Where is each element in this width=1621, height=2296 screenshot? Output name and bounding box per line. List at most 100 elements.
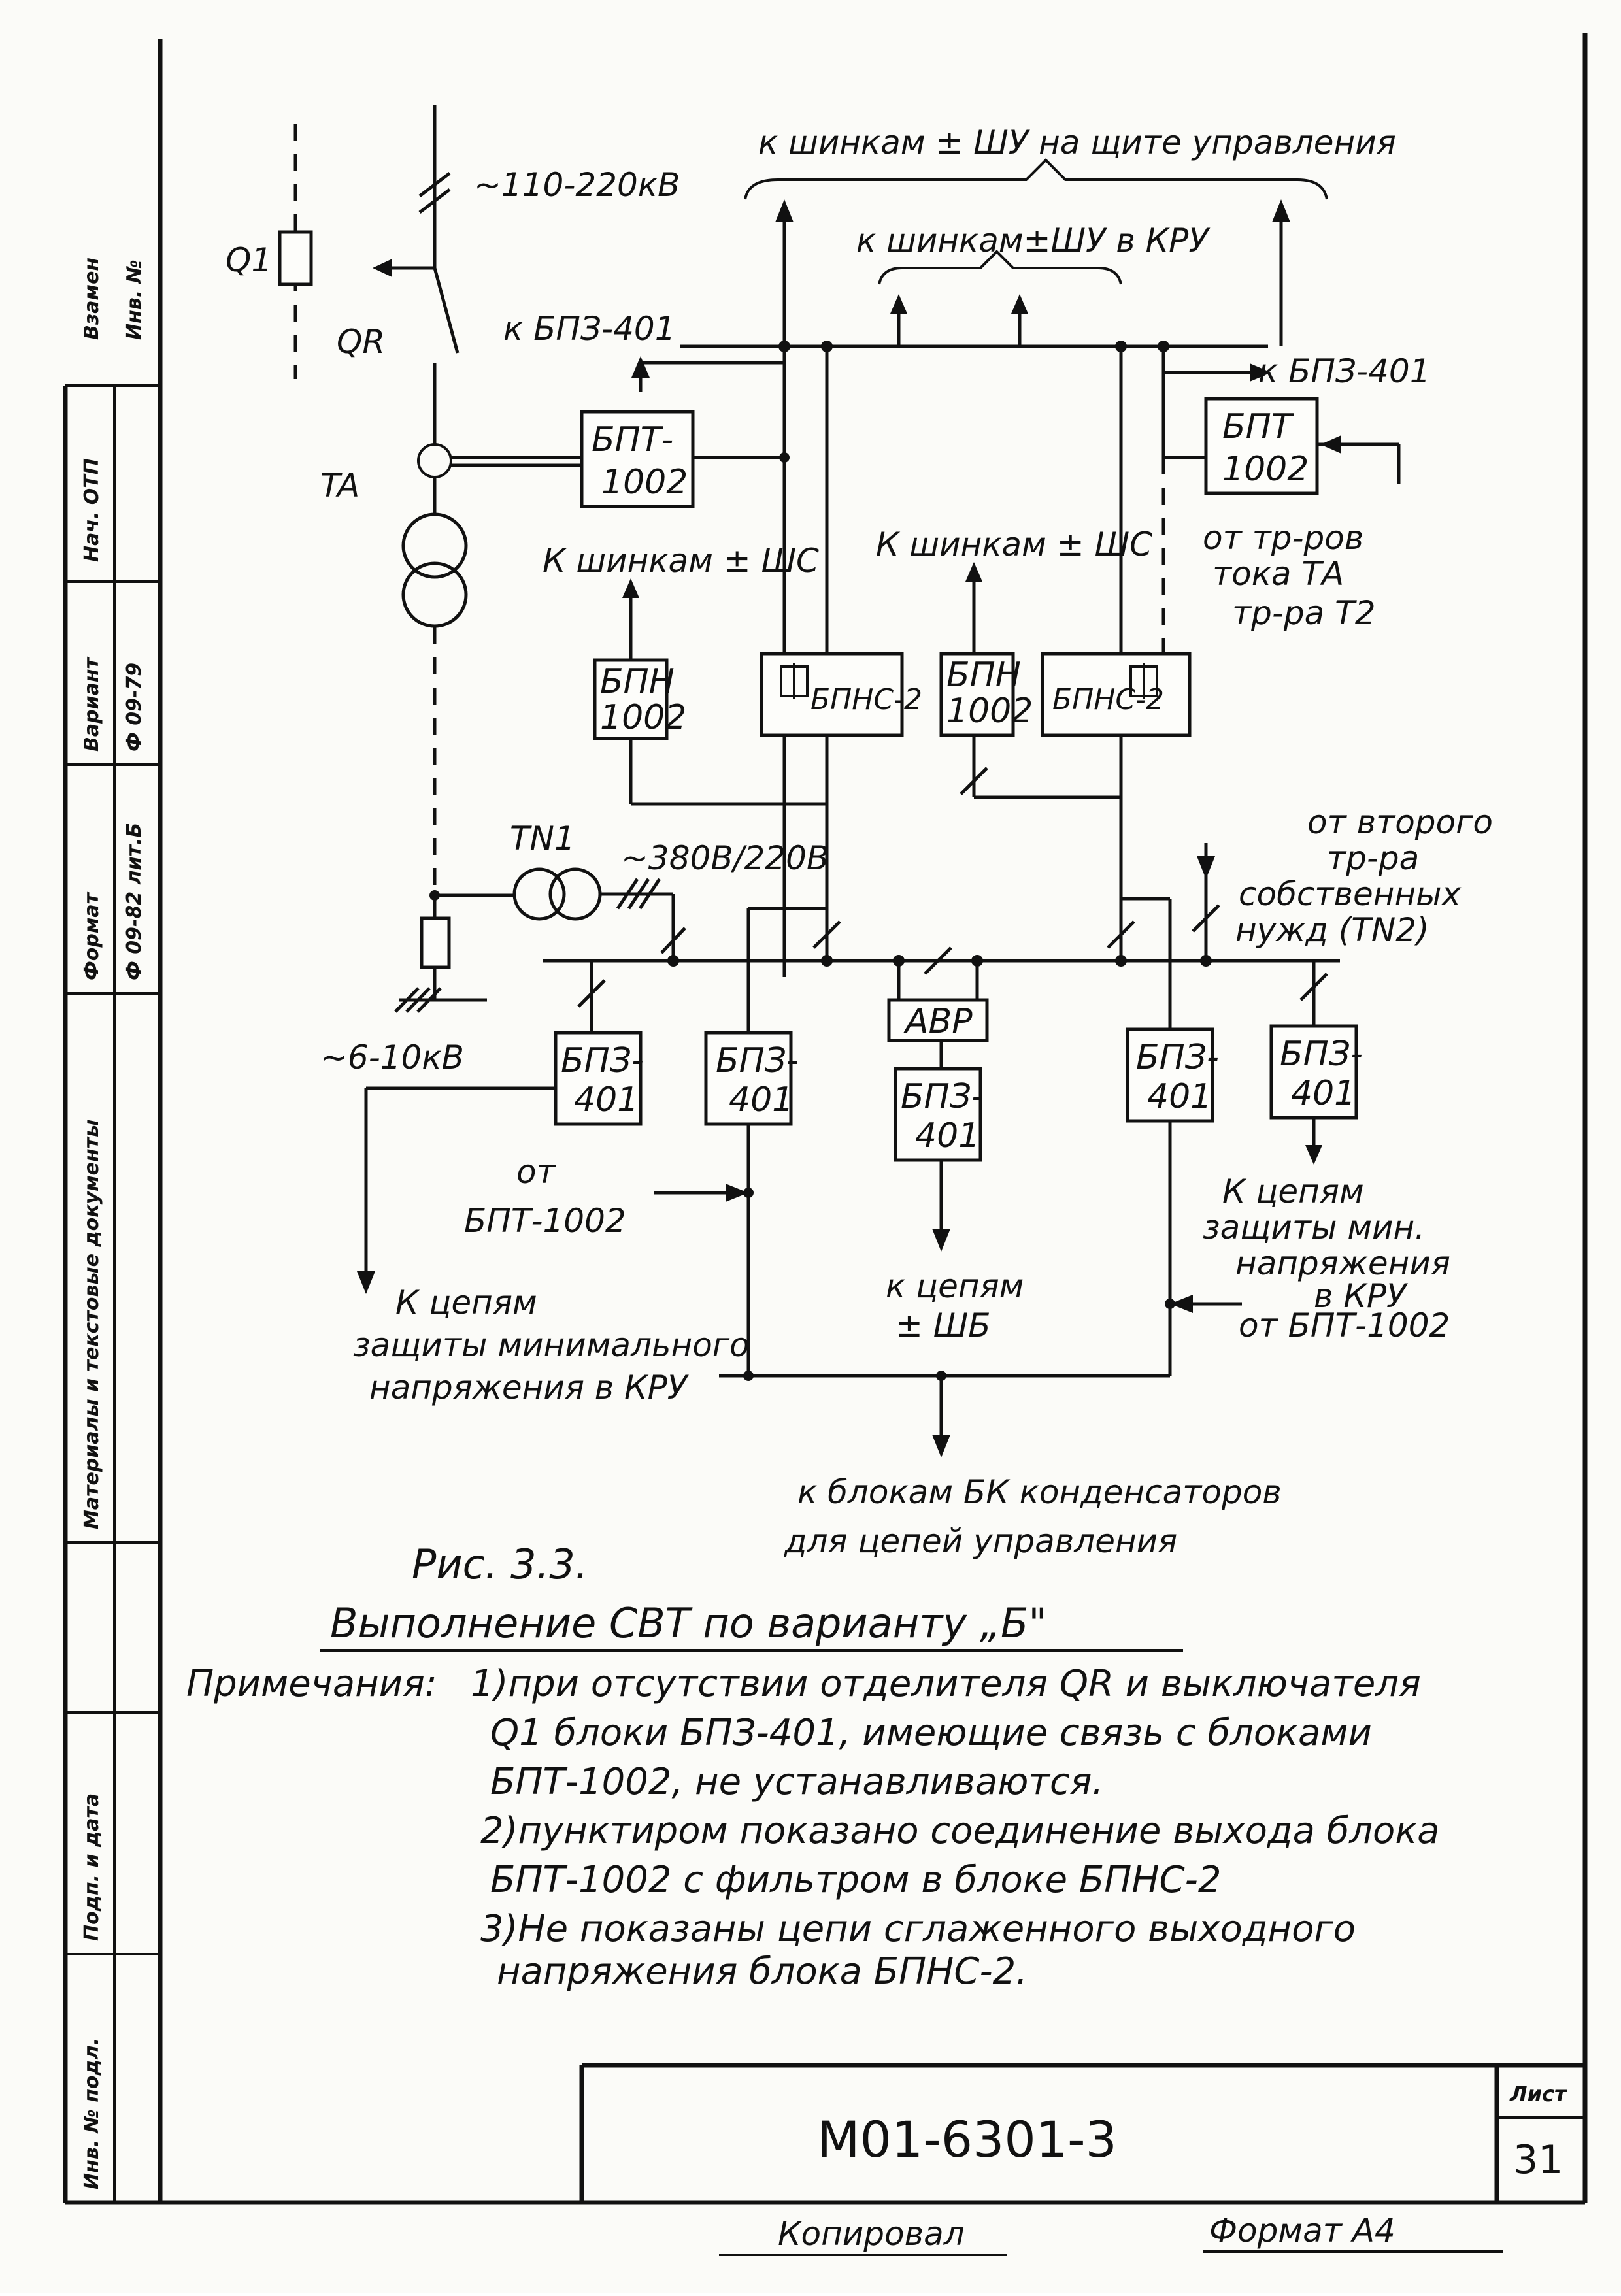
bpn-1002-mid[interactable]: [939, 652, 1015, 737]
bpt-right-line2: 1002: [1222, 450, 1309, 489]
avr-label: АВР: [903, 1002, 973, 1041]
bpz1-line2: 401: [574, 1080, 639, 1120]
from-ct-line2: тока ТА: [1212, 555, 1344, 593]
bpz-401-5[interactable]: [1269, 1024, 1358, 1120]
bpns-2-left[interactable]: [760, 652, 904, 737]
bpn-mid-line1: БПН: [946, 656, 1021, 695]
sheet-number: 31: [1513, 2137, 1563, 2183]
bpn-1002-left[interactable]: [593, 658, 669, 740]
top-brace: [744, 158, 1328, 200]
bpz4-line1: БПЗ-: [1136, 1038, 1219, 1077]
note-line-2: Q1 блоки БПЗ-401, имеющие связь с блокам…: [490, 1712, 1372, 1754]
side-stamp-e: Ф 09-79: [123, 663, 146, 752]
hv-voltage-label: ~110-220кВ: [474, 166, 680, 204]
to-shb-line1: к цепям: [886, 1267, 1024, 1305]
bpz2-line1: БПЗ-: [716, 1041, 799, 1080]
title-block: [579, 2063, 1585, 2203]
format-label: Формат А4: [1209, 2212, 1395, 2250]
bpz-401-4[interactable]: [1126, 1027, 1214, 1123]
from-tn2-line2: тр-ра: [1327, 839, 1419, 877]
bpz5-line1: БПЗ-: [1280, 1035, 1363, 1074]
from-bpt-left-line1: от: [516, 1153, 557, 1191]
tn1-winding-1: [512, 867, 566, 921]
from-ct-line3: тр-ра Т2: [1232, 594, 1376, 632]
bpz2-line2: 401: [729, 1080, 794, 1120]
to-min-voltage-left-line3: напряжения в КРУ: [369, 1369, 690, 1406]
to-min-voltage-right-line1: К цепям: [1222, 1173, 1364, 1210]
bpt-right-line1: БПТ: [1222, 407, 1295, 446]
to-capacitors-line2: для цепей управления: [784, 1522, 1177, 1560]
qr-switch-blade: [433, 267, 460, 354]
ta-label: TA: [320, 467, 359, 505]
bpz-left-top-label: к БПЗ-401: [503, 310, 676, 348]
from-bpt-left-line2: БПТ-1002: [464, 1202, 626, 1240]
power-transformer-winding-2: [401, 561, 468, 628]
from-tn2-line3: собственных: [1239, 875, 1462, 913]
notes-head: Примечания:: [186, 1663, 437, 1705]
to-min-voltage-right-line3: напряжения: [1235, 1244, 1450, 1282]
bpz-401-2[interactable]: [704, 1031, 793, 1126]
bpn-left-line1: БПН: [600, 662, 675, 701]
bpns-right-label: БПНС-2: [1052, 683, 1164, 716]
bpz4-line2: 401: [1147, 1077, 1212, 1116]
side-stamp-a: Взамен: [80, 258, 103, 340]
power-transformer-winding-1: [401, 512, 468, 579]
tn1-winding-2: [548, 867, 602, 921]
side-stamp-c: Нач. ОТП: [80, 458, 103, 562]
avr-block[interactable]: [887, 998, 989, 1042]
side-stamp-texts: Взамен Инв. № Нач. ОТП Вариант Ф 09-79 Ф…: [80, 258, 146, 2189]
from-tn2-line1: от второго: [1307, 803, 1493, 841]
side-stamp-f: Формат: [80, 891, 103, 980]
to-shb-line2: ± ШБ: [895, 1306, 991, 1344]
bpz5-line2: 401: [1291, 1074, 1356, 1113]
bpt-left-line1: БПТ-: [592, 420, 673, 459]
side-stamp-b: Инв. №: [123, 259, 146, 340]
to-min-voltage-left-line2: защиты минимального: [353, 1326, 750, 1364]
bpns-2-right[interactable]: [1041, 652, 1192, 737]
lv-voltage-label: ~380В/220В: [621, 839, 829, 877]
figure-number: Рис. 3.3.: [412, 1540, 588, 1588]
bpz1-line1: БПЗ-: [561, 1041, 644, 1080]
side-stamp-h: Материалы и текстовые документы: [80, 1120, 103, 1529]
note-line-7: напряжения блока БПНС-2.: [497, 1950, 1028, 1993]
top-buses-label: к шинкам ± ШУ на щите управления: [758, 124, 1396, 161]
from-ct-line1: от тр-ров: [1203, 519, 1363, 557]
side-stamp-i: Подп. и дата: [80, 1793, 103, 1941]
note-line-6: 3)Не показаны цепи сглаженного выходного: [480, 1908, 1356, 1950]
from-tn2-line4: нужд (TN2): [1235, 911, 1429, 949]
side-stamp-d: Вариант: [80, 656, 103, 752]
from-bpt-right-label: от БПТ-1002: [1239, 1306, 1450, 1344]
to-min-voltage-right-line2: защиты мин.: [1203, 1208, 1425, 1246]
q1-label: Q1: [226, 241, 272, 279]
ta-current-transformer: [417, 443, 452, 478]
note-line-1: 1)при отсутствии отделителя QR и выключа…: [471, 1663, 1421, 1705]
kru-buses-label: к шинкам±ШУ в КРУ: [856, 222, 1211, 259]
note-line-5: БПТ-1002 с фильтром в блоке БПНС-2: [490, 1859, 1221, 1901]
to-min-voltage-left-line1: К цепям: [395, 1284, 537, 1322]
shs-mid-label: К шинкам ± ШС: [876, 525, 1152, 563]
bpz-401-3[interactable]: [894, 1067, 982, 1162]
kru-brace: [878, 250, 1122, 285]
bpz-right-top-label: к БПЗ-401: [1258, 352, 1431, 390]
side-stamp-j: Инв. № подл.: [80, 2038, 103, 2189]
q1-breaker: [278, 230, 313, 286]
qr-label: QR: [337, 323, 385, 361]
bpn-mid-line2: 1002: [946, 691, 1033, 731]
note-line-3: БПТ-1002, не устанавливаются.: [490, 1761, 1103, 1803]
to-capacitors-line1: к блокам БК конденсаторов: [797, 1473, 1282, 1511]
bpt-1002-left[interactable]: [580, 410, 695, 508]
bpz-401-1[interactable]: [554, 1031, 643, 1126]
copied-by-label: Копировал: [778, 2215, 965, 2253]
note-line-4: 2)пунктиром показано соединение выхода б…: [480, 1810, 1439, 1852]
tn1-label: TN1: [510, 820, 575, 857]
mv-voltage-label: ~6-10кВ: [320, 1039, 464, 1076]
bpz3-line2: 401: [915, 1116, 980, 1156]
to-min-voltage-right-line4: в КРУ: [1314, 1277, 1409, 1315]
bpn-left-line2: 1002: [600, 698, 686, 737]
figure-title: Выполнение СВТ по варианту „Б": [330, 1599, 1047, 1647]
shs-left-label: К шинкам ± ШС: [543, 542, 819, 580]
bpns-left-label: БПНС-2: [811, 683, 922, 716]
mv-fuse: [420, 916, 451, 969]
bpt-left-line2: 1002: [601, 463, 688, 502]
